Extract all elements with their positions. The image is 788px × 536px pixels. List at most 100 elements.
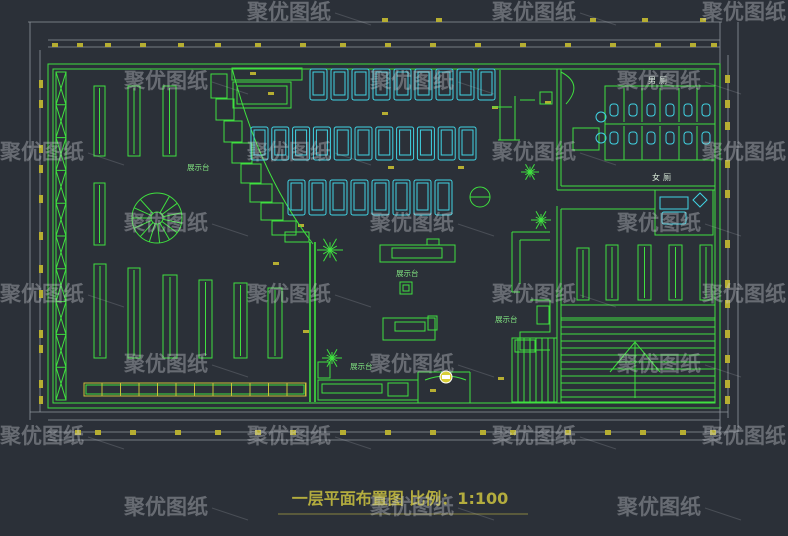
washbasin-counter (572, 127, 600, 151)
dimension-tick (680, 430, 686, 435)
study-desk (375, 126, 394, 161)
desk-outline (375, 126, 394, 161)
watermark-line (579, 436, 617, 450)
dimension-tick (105, 43, 111, 47)
dimension-ticks (39, 18, 730, 435)
watermark-text: 聚优图纸 (246, 282, 331, 306)
watermark-text: 聚优图纸 (616, 69, 701, 93)
stair-step (260, 202, 284, 221)
bookshelf-outline (637, 244, 652, 301)
watermark-text: 聚优图纸 (616, 495, 701, 519)
study-desk (414, 68, 433, 101)
dimension-tick (303, 330, 309, 333)
mirror-fixture (692, 192, 708, 208)
display-table-upper-top (391, 247, 443, 259)
display-strip-dividers (101, 383, 306, 396)
watermark-text: 聚优图纸 (369, 69, 454, 93)
watermark-line (334, 436, 372, 450)
desk-outline (333, 126, 352, 161)
dimension-tick (215, 43, 221, 47)
desk-seat (440, 129, 453, 156)
toilet-fixture (665, 131, 675, 145)
watermark-line (457, 223, 495, 237)
dimension-tick (725, 160, 730, 168)
desk-outline (350, 179, 369, 216)
desk-seat (437, 182, 450, 211)
bookshelf (576, 247, 590, 301)
dimension-tick (39, 232, 43, 240)
desk-seat (353, 182, 366, 211)
bookshelf-outline (162, 85, 177, 157)
dimension-tick (52, 43, 58, 47)
watermark-line (457, 364, 495, 378)
desk-seat (459, 71, 472, 96)
watermark-text: 聚优图纸 (701, 0, 786, 24)
desk-seat (419, 129, 432, 156)
display-table-label: 展示台 (350, 361, 373, 371)
watermark-line (211, 81, 249, 95)
bookshelf (699, 244, 713, 301)
counter-cabinet-inner (236, 85, 288, 105)
desk-seat (438, 71, 451, 96)
watermark-text: 聚优图纸 (246, 0, 331, 24)
stair-risers (517, 338, 555, 402)
dimension-tick (39, 165, 43, 173)
study-desk (330, 68, 349, 101)
desk-outline (434, 179, 453, 216)
display-table-lower-stand (427, 315, 438, 331)
dimension-tick (430, 389, 436, 392)
exterior-wall-outer (47, 63, 721, 409)
reception-counter-cabinet (387, 382, 409, 397)
dimension-tick (130, 430, 136, 435)
staircase-outline (560, 319, 716, 403)
display-table-upper-stand (426, 238, 440, 246)
dimension-tick (388, 166, 394, 169)
dimension-tick (725, 396, 730, 404)
stair-step (223, 120, 243, 143)
study-desk (309, 68, 328, 101)
dimension-tick (215, 430, 221, 435)
plant (322, 349, 342, 367)
main-staircase (511, 319, 716, 403)
counter-outline (231, 67, 303, 81)
toilet-fixtures (609, 103, 711, 145)
display-table-label: 展示台 (495, 314, 518, 324)
sink-counter (659, 196, 689, 210)
service-counter-outline (511, 231, 551, 353)
display-cube-inner (402, 284, 410, 292)
watermark-line (579, 294, 617, 308)
dimension-tick (655, 43, 661, 47)
stair-treads (561, 326, 715, 398)
toilet-fixture (683, 131, 693, 145)
dimension-tick (545, 101, 551, 104)
desk-outline (437, 126, 456, 161)
reception-side-box (317, 361, 331, 379)
watermark-line (457, 81, 495, 95)
toilet-fixture (701, 103, 711, 117)
watermark-line (87, 436, 125, 450)
plant (317, 238, 343, 262)
watermark-text: 聚优图纸 (701, 140, 786, 164)
dimension-tick (520, 43, 526, 47)
room-labels: 男厕 女厕 展示台 展示台 展示台 展示台 (187, 76, 671, 371)
dimension-tick (290, 430, 296, 435)
bookshelf (162, 85, 177, 157)
dimension-tick (725, 380, 730, 388)
dimension-tick (39, 145, 43, 153)
reception-counter-outline (317, 379, 419, 401)
column-marks (492, 70, 553, 141)
dimension-tick (382, 112, 388, 115)
spiral-stair-treads (132, 196, 182, 243)
dimension-tick (77, 43, 83, 47)
dimension-tick (480, 430, 486, 435)
watermark-line (334, 294, 372, 308)
dimension-tick (725, 330, 730, 338)
dimension-tick (175, 430, 181, 435)
entrance-marker-bar (442, 375, 450, 379)
reception-counter-top (321, 383, 383, 394)
display-table-upper (379, 244, 456, 263)
diagonal-staircase (210, 67, 314, 245)
dimension-tick (268, 92, 274, 95)
dimension-tick (39, 345, 43, 353)
